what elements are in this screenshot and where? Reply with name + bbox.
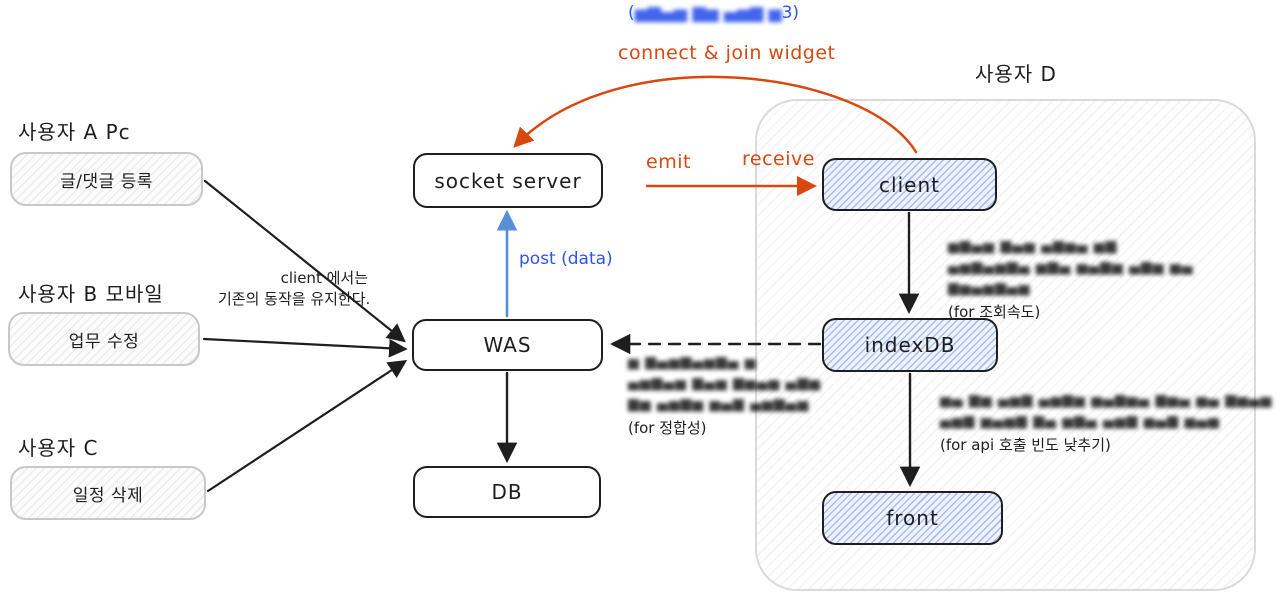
user-c-action-box: 일정 삭제 bbox=[10, 466, 206, 520]
consistency-note: ▅ ▆▄▅▆▄▅▆▄ ▅ ▄▅▆▄▅ ▆▄▅ ▆▅▄▅ ▄▆▅ ▆▅ ▄▅▆▅ … bbox=[628, 352, 821, 439]
top-note-suffix: 3) bbox=[781, 3, 800, 23]
was-label: WAS bbox=[483, 333, 532, 357]
indexdb-node: indexDB bbox=[822, 318, 998, 372]
api-note-redacted-1: ▅▄ ▆▅ ▄▅▆ ▄▅▆▅ ▅▄▆▅▄ ▆▅▄ ▅▄ ▆▅▄▅ bbox=[940, 392, 1273, 408]
db-node: DB bbox=[413, 466, 601, 518]
user-b-action-label: 업무 수정 bbox=[68, 331, 140, 352]
receive-label: receive bbox=[742, 148, 815, 170]
speed-note-redacted-1: ▅▆▄▅ ▆▄▅ ▄▆▅▄ ▅▆ bbox=[948, 238, 1118, 254]
speed-note-redacted-2: ▄▅▆▄▅▆▄ ▅▆▄ ▅▄▆▅ ▄▆▅ ▅▄ ▆▅▄▅▆▄▅ bbox=[948, 259, 1194, 296]
user-b-title: 사용자 B 모바일 bbox=[18, 282, 164, 306]
socket-server-node: socket server bbox=[413, 153, 603, 208]
api-note: ▅▄ ▆▅ ▄▅▆ ▄▅▆▅ ▅▄▆▅▄ ▆▅▄ ▅▄ ▆▅▄▅ ▄▅▆ ▅▄▅… bbox=[940, 390, 1272, 456]
client-label: client bbox=[879, 172, 940, 197]
client-behavior-note: client 에서는 기존의 동작을 유지한다. bbox=[218, 268, 371, 310]
socket-server-label: socket server bbox=[434, 168, 582, 193]
api-note-redacted-2: ▄▅▆ ▅▄▅▆ ▆▄ ▅▆▄ ▄▅▆ ▅▄▆ ▅▄▅ bbox=[940, 413, 1220, 429]
front-node: front bbox=[822, 491, 1003, 545]
arrow-userc-to-was bbox=[206, 359, 408, 493]
top-note-redacted: ▅▆▄▅ ▆▅ ▄▅▆ ▅ bbox=[634, 3, 782, 23]
user-c-title: 사용자 C bbox=[18, 436, 99, 460]
front-label: front bbox=[886, 506, 939, 530]
speed-note-caption: (for 조회속도) bbox=[948, 303, 1041, 321]
top-note-prefix: ( bbox=[628, 3, 635, 23]
arrow-userb-to-was bbox=[202, 337, 408, 358]
consistency-note-redacted-2: ▄▅▆▄▅ ▆▄▅ ▆▅▄▅ ▄▆▅ bbox=[628, 375, 821, 391]
user-a-action-label: 글/댓글 등록 bbox=[60, 171, 153, 192]
consistency-note-caption: (for 정합성) bbox=[628, 419, 707, 437]
was-node: WAS bbox=[412, 319, 603, 371]
client-node: client bbox=[822, 158, 997, 211]
connect-join-label: connect & join widget bbox=[618, 42, 836, 64]
user-c-action-label: 일정 삭제 bbox=[72, 485, 144, 506]
post-data-label: post (data) bbox=[519, 249, 613, 269]
consistency-note-redacted-1: ▅ ▆▄▅▆▄▅▆▄ ▅ bbox=[628, 354, 757, 370]
db-label: DB bbox=[491, 480, 523, 504]
user-a-title: 사용자 A Pc bbox=[18, 120, 131, 144]
user-d-title: 사용자 D bbox=[975, 62, 1057, 86]
api-note-caption: (for api 호출 빈도 낮추기) bbox=[940, 436, 1111, 454]
emit-label: emit bbox=[646, 151, 691, 173]
client-note-line1: client 에서는 bbox=[280, 269, 368, 287]
arrow-usera-to-was bbox=[203, 179, 406, 343]
consistency-note-redacted-3: ▆▅ ▄▅▆▅ ▅▄▆ ▄▅▆▄▅ bbox=[628, 396, 810, 412]
indexdb-label: indexDB bbox=[864, 333, 956, 357]
user-b-action-box: 업무 수정 bbox=[8, 312, 200, 366]
user-a-action-box: 글/댓글 등록 bbox=[10, 152, 203, 206]
speed-note: ▅▆▄▅ ▆▄▅ ▄▆▅▄ ▅▆ ▄▅▆▄▅▆▄ ▅▆▄ ▅▄▆▅ ▄▆▅ ▅▄… bbox=[948, 236, 1280, 323]
top-blue-note: (▅▆▄▅ ▆▅ ▄▅▆ ▅3) bbox=[628, 3, 799, 23]
client-note-line2: 기존의 동작을 유지한다. bbox=[218, 290, 371, 308]
